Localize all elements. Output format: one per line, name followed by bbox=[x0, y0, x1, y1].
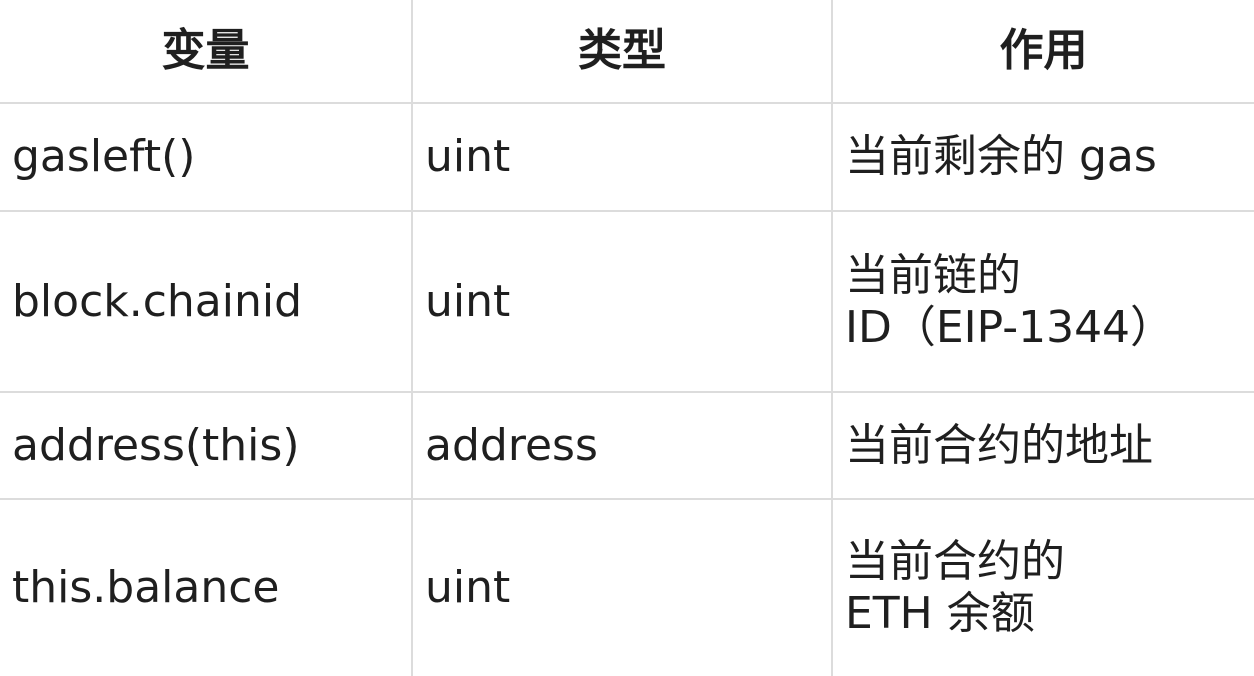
cell-type: address bbox=[412, 392, 833, 500]
purpose-line: 当前链的 bbox=[845, 249, 1021, 301]
cell-purpose: 当前合约的地址 bbox=[832, 392, 1254, 500]
header-row: 变量 类型 作用 bbox=[0, 0, 1254, 104]
header-purpose: 作用 bbox=[832, 0, 1254, 104]
cell-variable: gasleft() bbox=[0, 103, 413, 212]
purpose-line: ETH 余额 bbox=[845, 588, 1035, 639]
header-type: 类型 bbox=[412, 0, 833, 104]
cell-variable: this.balance bbox=[0, 499, 413, 676]
cell-purpose: 当前剩余的 gas bbox=[832, 103, 1254, 212]
cell-purpose: 当前合约的 ETH 余额 bbox=[832, 499, 1254, 676]
header-variable: 变量 bbox=[0, 0, 413, 104]
cell-variable: block.chainid bbox=[0, 211, 413, 393]
cell-variable: address(this) bbox=[0, 392, 413, 500]
table-row: address(this) address 当前合约的地址 bbox=[0, 392, 1254, 500]
table-row: block.chainid uint 当前链的 ID（EIP-1344） bbox=[0, 211, 1254, 393]
table-row: gasleft() uint 当前剩余的 gas bbox=[0, 103, 1254, 212]
purpose-line: 当前合约的地址 bbox=[845, 419, 1153, 471]
table-body: gasleft() uint 当前剩余的 gas block.chainid u… bbox=[0, 103, 1254, 676]
cell-type: uint bbox=[412, 211, 833, 393]
cell-purpose: 当前链的 ID（EIP-1344） bbox=[832, 211, 1254, 393]
cell-type: uint bbox=[412, 499, 833, 676]
purpose-line: 当前剩余的 gas bbox=[845, 131, 1157, 182]
table-header: 变量 类型 作用 bbox=[0, 0, 1254, 104]
cell-type: uint bbox=[412, 103, 833, 212]
purpose-line: 当前合约的 bbox=[845, 536, 1065, 587]
table-row: this.balance uint 当前合约的 ETH 余额 bbox=[0, 499, 1254, 676]
purpose-line: ID（EIP-1344） bbox=[845, 301, 1175, 353]
